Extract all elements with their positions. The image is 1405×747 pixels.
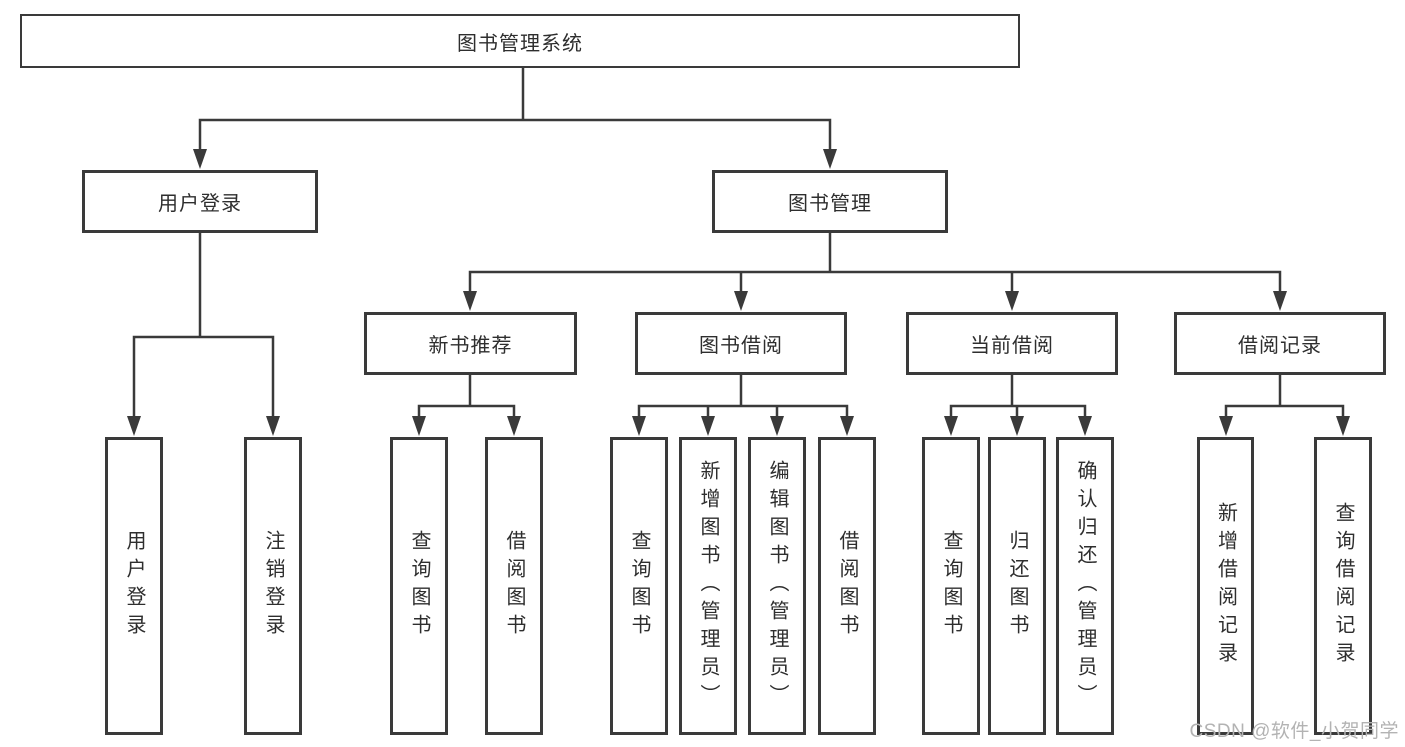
node-root-label: 图书管理系统	[457, 32, 583, 55]
node-book-borrow: 图书借阅	[635, 312, 847, 375]
arrowhead-jl-add	[1219, 416, 1233, 436]
node-leaf-dq-confirm-return-admin: 确认归还（管理员）	[1056, 437, 1114, 735]
csdn-watermark: CSDN @软件_小贺同学	[1189, 721, 1399, 742]
arrowhead-js-edit	[770, 416, 784, 436]
node-leaf-dq-return-book: 归还图书	[988, 437, 1046, 735]
arrowhead-current-borrow	[1005, 291, 1019, 311]
node-leaf-jl-query-record: 查询借阅记录	[1314, 437, 1372, 735]
arrowhead-dq-return	[1010, 416, 1024, 436]
node-leaf-dq-query-book-label: 查询图书	[940, 530, 962, 642]
node-new-book-recommend: 新书推荐	[364, 312, 577, 375]
arrowhead-xs-query	[412, 416, 426, 436]
node-leaf-xs-query-book: 查询图书	[390, 437, 448, 735]
node-leaf-js-edit-book-admin-label: 编辑图书（管理员）	[766, 460, 788, 712]
node-leaf-jl-add-record: 新增借阅记录	[1197, 437, 1254, 735]
node-borrow-record-label: 借阅记录	[1238, 335, 1322, 357]
node-book-borrow-label: 图书借阅	[699, 335, 783, 357]
arrowhead-leaf-login	[127, 416, 141, 436]
node-leaf-js-add-book-admin-label: 新增图书（管理员）	[697, 460, 719, 712]
arrowhead-leaf-logout	[266, 416, 280, 436]
node-leaf-js-query-book-label: 查询图书	[628, 530, 650, 642]
node-leaf-js-query-book: 查询图书	[610, 437, 668, 735]
edge-root-to-level2	[198, 66, 832, 152]
node-book-mgmt-group: 图书管理	[712, 170, 948, 233]
arrowhead-user-login	[193, 149, 207, 169]
edge-book-borrow-children	[637, 373, 849, 419]
arrowhead-book-borrow	[734, 291, 748, 311]
node-leaf-xs-borrow-book-label: 借阅图书	[503, 530, 525, 642]
node-leaf-user-login-label: 用户登录	[123, 530, 145, 642]
node-leaf-dq-confirm-return-admin-label: 确认归还（管理员）	[1074, 460, 1096, 712]
arrowhead-dq-query	[944, 416, 958, 436]
arrowhead-new-book	[463, 291, 477, 311]
edge-user-login-children	[132, 231, 275, 419]
node-book-mgmt-group-label: 图书管理	[788, 193, 872, 215]
node-current-borrow: 当前借阅	[906, 312, 1118, 375]
arrowhead-dq-confirm	[1078, 416, 1092, 436]
node-leaf-js-edit-book-admin: 编辑图书（管理员）	[748, 437, 806, 735]
arrowhead-js-borrow	[840, 416, 854, 436]
arrowhead-js-add	[701, 416, 715, 436]
arrowhead-borrow-record	[1273, 291, 1287, 311]
node-leaf-logout: 注销登录	[244, 437, 302, 735]
arrowhead-xs-borrow	[507, 416, 521, 436]
node-leaf-xs-borrow-book: 借阅图书	[485, 437, 543, 735]
edge-book-mgmt-children	[468, 231, 1282, 294]
node-borrow-record: 借阅记录	[1174, 312, 1386, 375]
arrowhead-book-mgmt	[823, 149, 837, 169]
arrowhead-js-query	[632, 416, 646, 436]
edge-new-book-children	[417, 373, 516, 419]
node-leaf-js-borrow-book-label: 借阅图书	[836, 530, 858, 642]
node-user-login-group-label: 用户登录	[158, 193, 242, 215]
node-leaf-dq-query-book: 查询图书	[922, 437, 980, 735]
node-leaf-dq-return-book-label: 归还图书	[1006, 530, 1028, 642]
node-leaf-logout-label: 注销登录	[262, 530, 284, 642]
node-leaf-xs-query-book-label: 查询图书	[408, 530, 430, 642]
node-user-login-group: 用户登录	[82, 170, 318, 233]
node-leaf-jl-query-record-label: 查询借阅记录	[1332, 502, 1354, 670]
node-current-borrow-label: 当前借阅	[970, 335, 1054, 357]
node-leaf-jl-add-record-label: 新增借阅记录	[1214, 502, 1237, 670]
node-leaf-user-login: 用户登录	[105, 437, 163, 735]
node-leaf-js-add-book-admin: 新增图书（管理员）	[679, 437, 737, 735]
arrowhead-jl-query	[1336, 416, 1350, 436]
edge-current-borrow-children	[949, 373, 1087, 419]
edge-borrow-record-children	[1224, 373, 1345, 419]
node-root-system: 图书管理系统	[20, 14, 1020, 68]
node-leaf-js-borrow-book: 借阅图书	[818, 437, 876, 735]
node-new-book-recommend-label: 新书推荐	[428, 335, 513, 357]
